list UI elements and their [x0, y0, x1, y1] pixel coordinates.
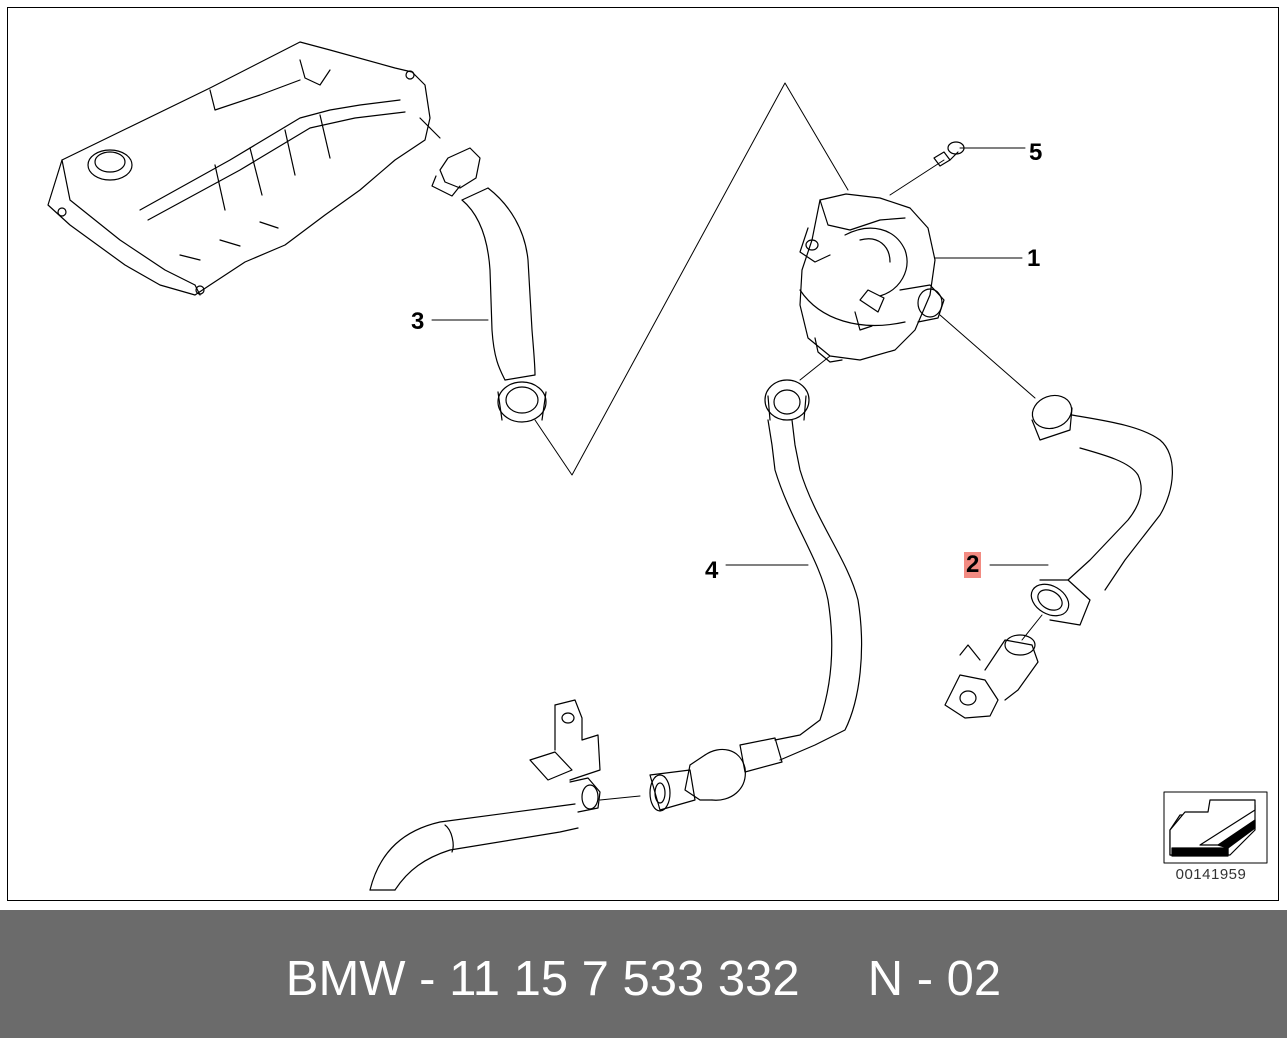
callout-leader-lines	[431, 147, 1049, 566]
part-number-caption: BMW - 11 15 7 533 332 N - 02	[285, 952, 1002, 1006]
footer-bar: BMW - 11 15 7 533 332 N - 02	[0, 910, 1287, 1038]
callout-3: 3	[411, 308, 425, 335]
callout-4: 4	[705, 557, 719, 584]
pressure-control-valve-part-1	[799, 193, 945, 363]
screw-part-5	[889, 141, 965, 196]
cylinder-head-cover	[47, 41, 441, 296]
guide-line-zigzag	[534, 82, 849, 476]
hose-part-2	[939, 314, 1173, 641]
hose-part-4	[599, 355, 863, 812]
callout-1: 1	[1027, 245, 1041, 272]
drawing-number: 00141959	[1175, 866, 1247, 883]
parts-diagram	[47, 41, 1268, 891]
bracket-pipe-assembly	[369, 699, 601, 891]
diagram-frame	[7, 7, 1279, 901]
reference-arrow-box	[1163, 791, 1268, 864]
hose-part-3	[431, 147, 547, 423]
callout-2-highlighted: 2	[964, 551, 982, 578]
callout-5: 5	[1029, 139, 1043, 166]
elbow-connector	[944, 634, 1039, 719]
